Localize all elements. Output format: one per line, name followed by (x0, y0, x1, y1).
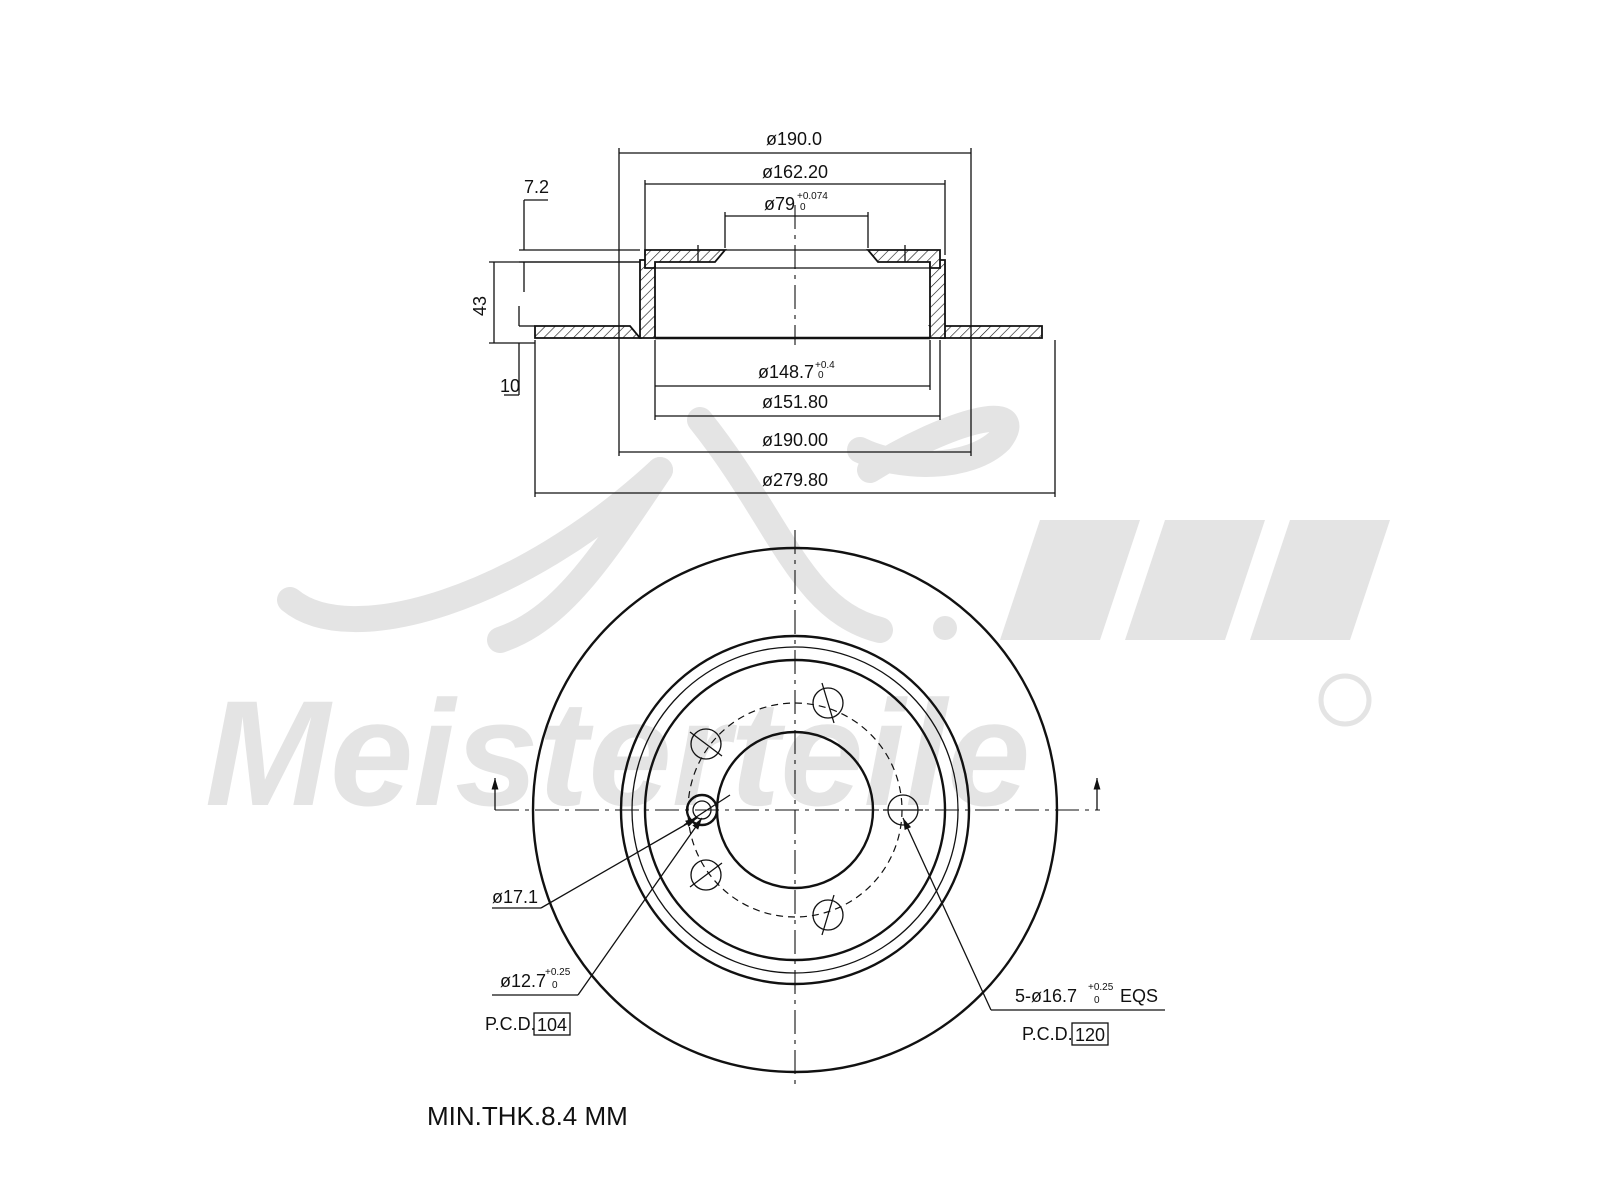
hat-wall-right-section (929, 259, 946, 339)
label-small-hole: ø12.7 (500, 971, 546, 991)
label-pcd-large: P.C.D. (1022, 1024, 1073, 1044)
label-bolt-holes: 5-ø16.7 (1015, 986, 1077, 1006)
front-view: ø17.1 ø12.7 +0.25 0 P.C.D. 104 5-ø16.7 +… (485, 530, 1165, 1090)
dim-center-bore-tol-lower: 0 (800, 202, 806, 213)
watermark-stripes (1000, 520, 1390, 640)
dim-center-bore: ø79 (764, 194, 795, 214)
pcd-large-box (1071, 1022, 1109, 1046)
dim-hat-inner-tol-upper: +0.4 (815, 360, 835, 371)
disc-ring-right-section (928, 325, 1043, 339)
label-bolt-holes-tol-lower: 0 (1094, 995, 1100, 1006)
dim-outer-hat: ø190.0 (766, 129, 822, 149)
bolt-hole (690, 728, 722, 760)
label-small-hole-tol-lower: 0 (552, 980, 558, 991)
label-bolt-holes-suffix: EQS (1120, 986, 1158, 1006)
dim-total-height: 43 (470, 296, 490, 316)
pcd-small-box (533, 1012, 571, 1036)
label-pcd-large-value: 120 (1075, 1025, 1105, 1045)
registered-mark-icon (1318, 673, 1372, 727)
disc-ring-left-section (534, 325, 642, 339)
side-section-view: ø190.0 ø162.20 ø79 +0.074 0 7.2 43 10 ø1… (470, 129, 1056, 497)
label-pcd-small-value: 104 (537, 1015, 567, 1035)
dim-hat-inner-2: ø151.80 (762, 392, 828, 412)
watermark-brand-text: Meisterteile (205, 669, 1030, 837)
dim-hat-inner: ø148.7 (758, 362, 814, 382)
dim-center-bore-tol-upper: +0.074 (797, 191, 828, 202)
label-small-hole-tol-upper: +0.25 (545, 967, 571, 978)
label-bolt-holes-tol-upper: +0.25 (1088, 982, 1114, 993)
bolt-hole (812, 899, 844, 931)
dim-hat-outer: ø190.00 (762, 430, 828, 450)
dim-hat-thickness: 7.2 (524, 177, 549, 197)
dim-hat-inner-tol-lower: 0 (818, 370, 824, 381)
hat-top-left-section (644, 249, 727, 269)
min-thickness-note: MIN.THK.8.4 MM (427, 1101, 628, 1131)
hat-wall-left-section (639, 259, 656, 339)
label-pcd-small: P.C.D. (485, 1014, 536, 1034)
bolt-hole (812, 687, 844, 719)
dim-disc-outer: ø279.80 (762, 470, 828, 490)
label-pin-hole-dia: ø17.1 (492, 887, 538, 907)
hat-top-right-section (866, 249, 941, 269)
dim-disc-thickness: 10 (500, 376, 520, 396)
bolt-hole (690, 859, 722, 891)
dim-inner-hat: ø162.20 (762, 162, 828, 182)
watermark-logo (277, 405, 1020, 653)
